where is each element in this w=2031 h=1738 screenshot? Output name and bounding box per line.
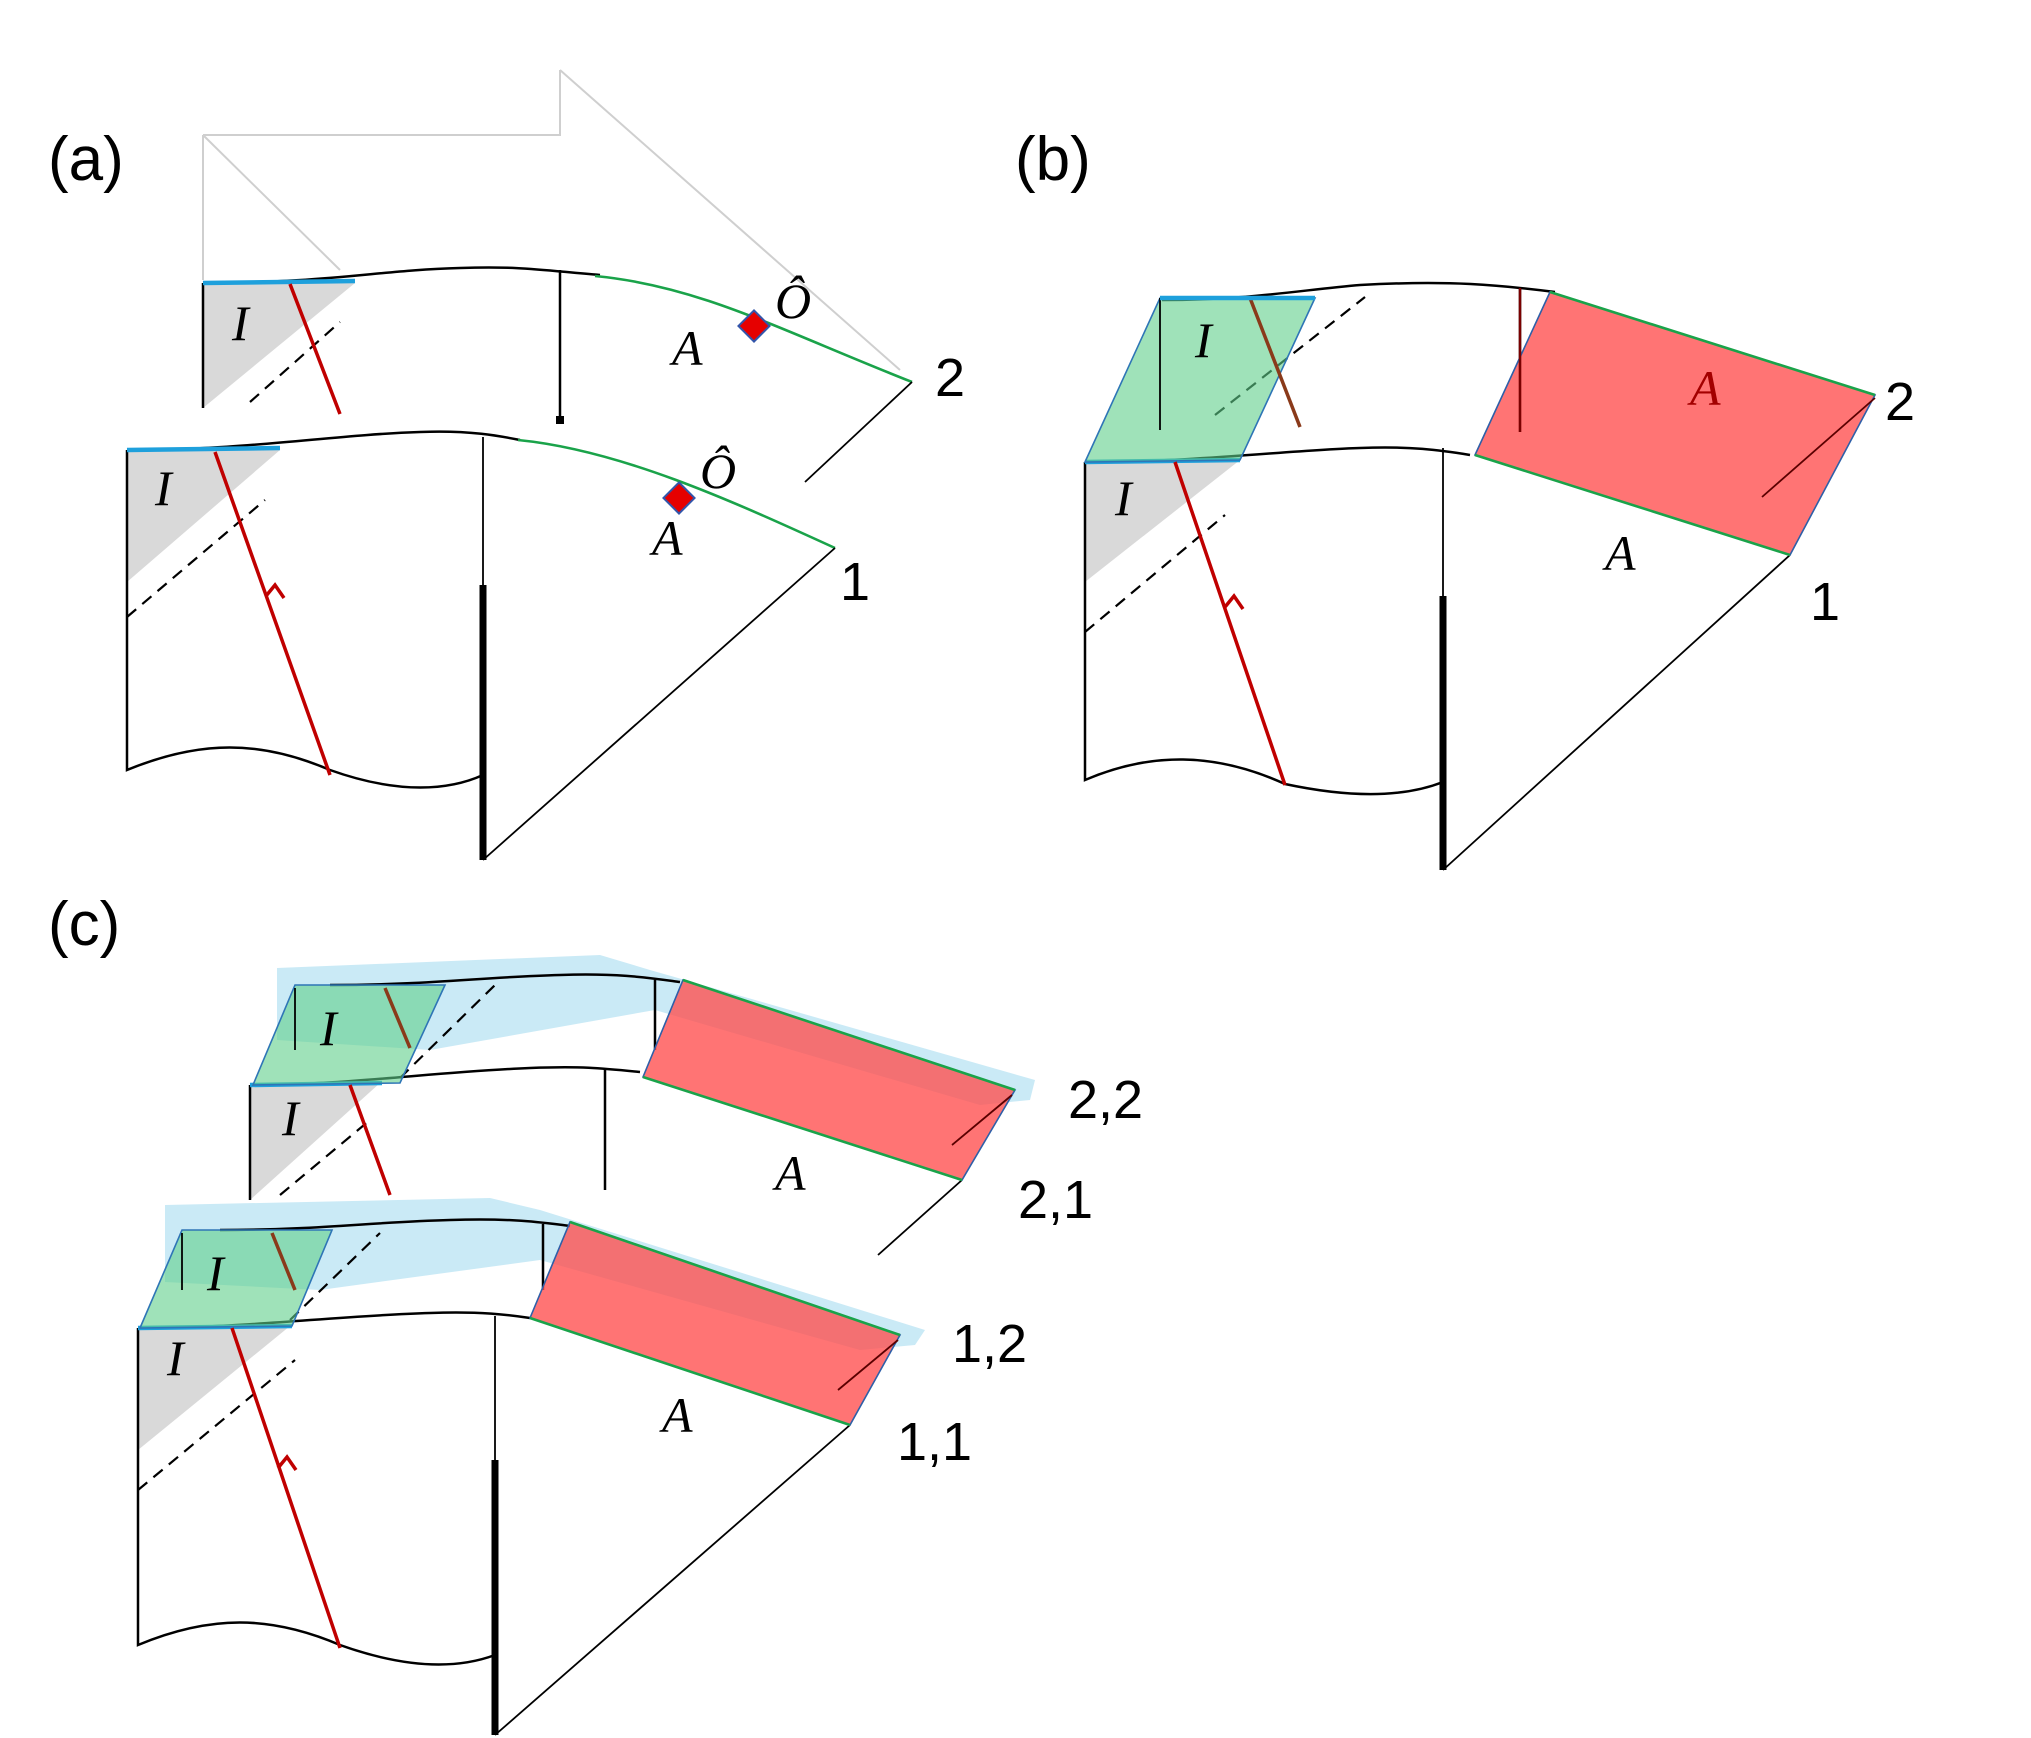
operator-label: Ô: [700, 443, 736, 499]
panel-a: (a) I A Ô 2: [48, 69, 965, 861]
sheet-label-1: 1: [1810, 572, 1840, 632]
region-I-label-lower: I: [1114, 470, 1134, 526]
region-I-label-upper: I: [1194, 312, 1214, 368]
worldline: [230, 1327, 342, 1649]
region-I-label: I: [206, 1245, 226, 1301]
operator-marker: [662, 481, 696, 515]
panel-a-label: (a): [48, 125, 124, 194]
panel-a-ghost-lines: [202, 69, 901, 371]
operator-label: Ô: [775, 273, 811, 329]
island-region: [203, 283, 355, 408]
region-I-label: I: [166, 1330, 186, 1386]
panel-c-upper-pair: I I A 2,2 2,1: [248, 955, 1143, 1256]
island-boundary: [202, 278, 356, 286]
operator-marker: [737, 309, 771, 343]
sheet-label: 2: [935, 348, 965, 408]
sheet-label: 1: [840, 552, 870, 612]
panel-a-sheet-2: I A Ô 2: [201, 266, 965, 483]
sheet-label-1-1: 1,1: [897, 1412, 972, 1472]
region-A-label-upper: A: [1687, 360, 1721, 416]
region-A-label-lower: A: [1602, 525, 1636, 581]
region-a-boundary: [594, 274, 913, 384]
sheet-label-2-2: 2,2: [1068, 1070, 1143, 1130]
panel-c: (c) I I A: [48, 890, 1143, 1736]
region-A-label: A: [772, 1145, 806, 1201]
region-I-label: I: [231, 295, 251, 351]
region-A-label: A: [649, 510, 683, 566]
replica-cyan-band: [277, 955, 1035, 1105]
worldline: [288, 283, 342, 415]
region-I-label: I: [319, 1000, 339, 1056]
panel-b-label: (b): [1015, 125, 1091, 194]
panel-b: (b) I I A A 2 1: [1015, 125, 1915, 871]
sheet-label-2-1: 2,1: [1018, 1170, 1093, 1230]
region-I-label: I: [281, 1090, 301, 1146]
worldline: [1173, 461, 1287, 786]
sheet-label-2: 2: [1885, 372, 1915, 432]
island-boundary: [126, 445, 281, 453]
island-region: [1085, 460, 1240, 582]
worldline: [213, 451, 332, 776]
region-a-boundary: [517, 438, 836, 550]
panel-c-lower-pair: I I A 1,2 1,1: [136, 1198, 1027, 1736]
region-A-label: A: [659, 1387, 693, 1443]
region-I-label: I: [154, 460, 174, 516]
island-region: [127, 450, 280, 582]
region-A-label: A: [669, 320, 703, 376]
sheet-label-1-2: 1,2: [952, 1314, 1027, 1374]
panel-a-sheet-1: I A Ô 1: [125, 430, 870, 861]
panel-c-label: (c): [48, 890, 120, 959]
